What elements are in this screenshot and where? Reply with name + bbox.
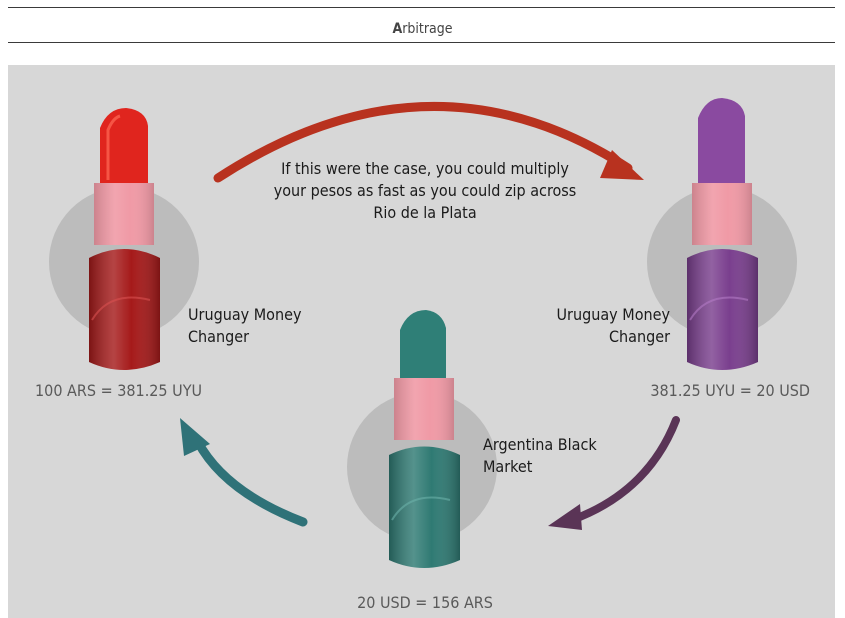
red-node-label: Uruguay Money Changer: [188, 304, 301, 348]
red-node-value: 100 ARS = 381.25 UYU: [35, 381, 203, 400]
arrow-red-to-purple: [213, 102, 644, 183]
note-line: your pesos as fast as you could zip acro…: [273, 181, 577, 200]
teal-node-label: Argentina Black Market: [483, 434, 597, 478]
note-line: Rio de la Plata: [373, 203, 477, 222]
page-title: Arbitrage: [392, 21, 453, 37]
title-rule: [8, 42, 835, 43]
arbitrage-note: If this were the case, you could multipl…: [250, 158, 600, 224]
node-label-line: Argentina Black: [483, 435, 597, 454]
arrow-teal-to-red: [180, 418, 308, 527]
arrow-purple-to-teal: [548, 416, 680, 530]
node-label-line: Market: [483, 457, 533, 476]
node-label-line: Changer: [188, 327, 250, 346]
node-label-line: Changer: [608, 327, 670, 346]
node-label-line: Uruguay Money: [556, 305, 670, 324]
teal-lipstick-icon: [389, 310, 460, 568]
note-line: If this were the case, you could multipl…: [281, 159, 569, 178]
node-label-line: Uruguay Money: [188, 305, 302, 324]
purple-node-value: 381.25 UYU = 20 USD: [650, 381, 810, 400]
red-lipstick-icon: [89, 108, 160, 370]
top-rule: [8, 7, 835, 8]
purple-lipstick-icon: [687, 98, 758, 370]
purple-node-label: Uruguay Money Changer: [548, 304, 670, 348]
teal-node-value: 20 USD = 156 ARS: [357, 593, 493, 612]
